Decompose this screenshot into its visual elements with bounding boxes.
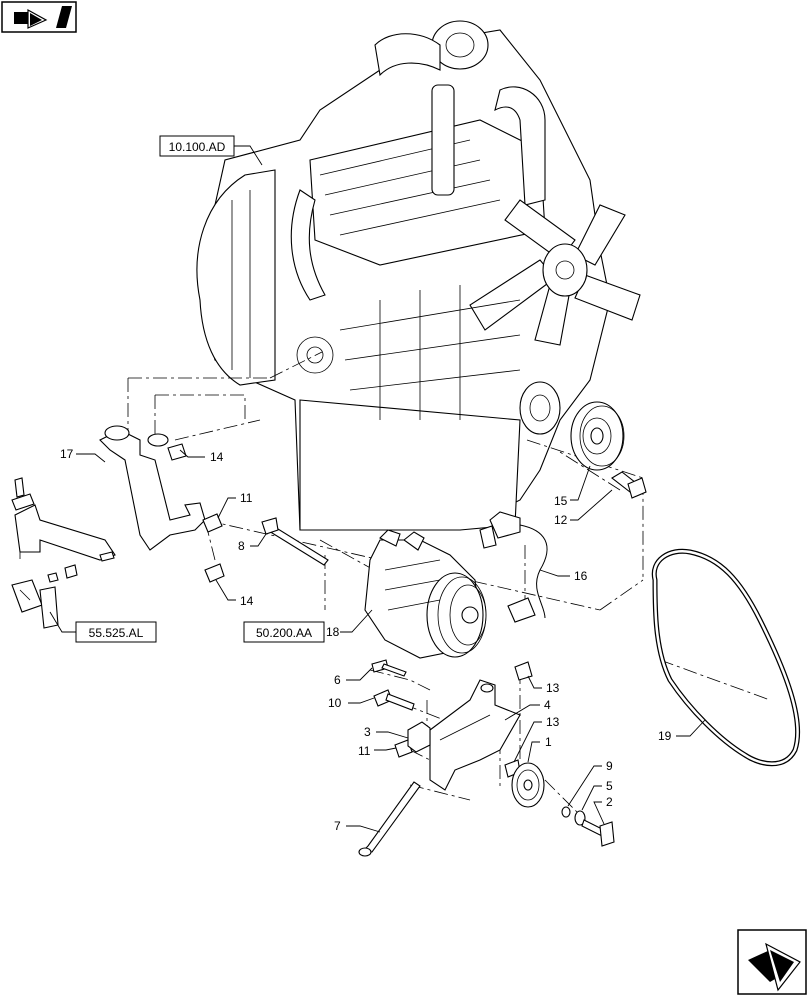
svg-text:13: 13 xyxy=(546,681,560,695)
callout-2: 2 xyxy=(593,795,613,825)
callout-18: 18 xyxy=(326,609,373,639)
svg-text:14: 14 xyxy=(240,594,254,608)
callout-4: 4 xyxy=(504,698,551,721)
fasteners xyxy=(11,443,647,857)
svg-text:17: 17 xyxy=(60,447,74,461)
ref-box-50200aa[interactable]: 50.200.AA xyxy=(243,621,325,643)
callout-19: 19 xyxy=(658,719,706,743)
svg-text:5: 5 xyxy=(606,779,613,793)
svg-text:2: 2 xyxy=(606,795,613,809)
ref-box-55525al[interactable]: 55.525.AL xyxy=(49,611,157,643)
callouts: 17 14 11 8 14 18 16 15 12 6 10 13 4 3 13… xyxy=(60,447,706,833)
cooling-fan xyxy=(469,199,641,346)
svg-text:4: 4 xyxy=(544,698,551,712)
svg-text:55.525.AL: 55.525.AL xyxy=(89,626,144,640)
callout-16: 16 xyxy=(539,569,588,583)
callout-10: 10 xyxy=(328,696,375,710)
svg-text:11: 11 xyxy=(240,491,253,505)
svg-text:8: 8 xyxy=(238,539,245,553)
part-4-bracket xyxy=(429,679,521,791)
callout-14b: 14 xyxy=(215,579,254,608)
svg-text:9: 9 xyxy=(606,759,613,773)
part-15-pulley xyxy=(570,401,625,471)
svg-text:16: 16 xyxy=(574,569,588,583)
callout-14a: 14 xyxy=(179,449,224,464)
svg-text:13: 13 xyxy=(546,715,560,729)
callout-12: 12 xyxy=(554,489,613,527)
part-18-compressor xyxy=(364,529,487,659)
previous-page-arrow-icon[interactable] xyxy=(1,1,77,33)
part-19-belt xyxy=(651,548,801,767)
svg-text:1: 1 xyxy=(545,735,552,749)
svg-text:7: 7 xyxy=(334,819,341,833)
callout-15: 15 xyxy=(554,465,591,508)
callout-6: 6 xyxy=(334,667,373,687)
callout-11b: 11 xyxy=(358,744,397,758)
svg-text:12: 12 xyxy=(554,513,568,527)
next-page-arrow-icon[interactable] xyxy=(737,929,807,995)
callout-17: 17 xyxy=(60,447,106,463)
svg-text:50.200.AA: 50.200.AA xyxy=(256,626,312,640)
svg-text:10.100.AD: 10.100.AD xyxy=(169,140,226,154)
callout-8: 8 xyxy=(238,533,267,553)
svg-text:19: 19 xyxy=(658,729,672,743)
svg-text:11: 11 xyxy=(358,744,371,758)
svg-text:15: 15 xyxy=(554,494,568,508)
svg-text:3: 3 xyxy=(364,725,371,739)
callout-9: 9 xyxy=(567,759,613,807)
svg-text:18: 18 xyxy=(326,625,340,639)
svg-text:10: 10 xyxy=(328,696,342,710)
callout-7: 7 xyxy=(334,819,381,833)
callout-13a: 13 xyxy=(527,675,560,695)
svg-text:14: 14 xyxy=(210,450,224,464)
callout-13b: 13 xyxy=(513,715,560,763)
part-16-harness xyxy=(479,511,548,623)
svg-text:6: 6 xyxy=(334,673,341,687)
part-1-idler xyxy=(511,762,545,808)
callout-1: 1 xyxy=(527,735,552,763)
ref-box-10100ad[interactable]: 10.100.AD xyxy=(159,135,263,166)
part-17-bracket xyxy=(14,425,206,561)
callout-5: 5 xyxy=(581,779,613,811)
callout-11a: 11 xyxy=(217,491,253,519)
part-3-block xyxy=(407,721,431,753)
callout-3: 3 xyxy=(364,725,409,739)
engine-assembly xyxy=(196,20,641,531)
